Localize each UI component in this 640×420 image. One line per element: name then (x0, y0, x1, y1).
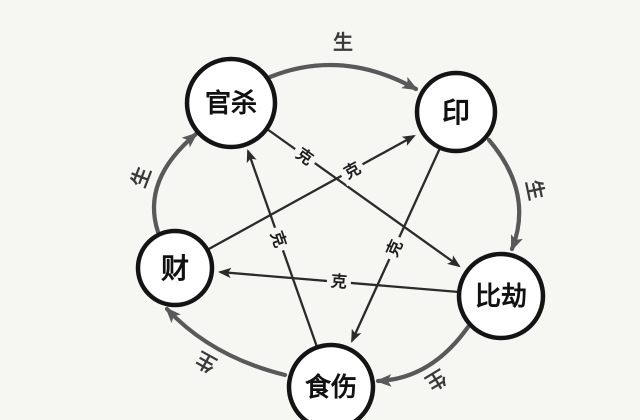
label-mask (335, 153, 369, 187)
overcoming-line-cai-to-yin (206, 134, 416, 252)
node-circle (286, 342, 376, 420)
generation-arc-bijie-to-shishang (375, 324, 471, 387)
node-shishang: 食伤 (286, 342, 376, 420)
node-circle (456, 251, 546, 341)
node-circle (135, 228, 215, 308)
svg-text:克: 克 (341, 158, 364, 182)
generation-label-right: 生 (521, 178, 549, 203)
generation-arc-yin-to-bijie (486, 137, 523, 252)
svg-text:生: 生 (333, 30, 353, 54)
node-label: 印 (442, 96, 470, 129)
generation-label-top: 生 (333, 30, 353, 54)
overcoming-cycle: 克 克 克 克 克 (206, 128, 461, 348)
overcoming-label-shishang-guansha: 克 (263, 223, 295, 255)
label-mask (326, 268, 352, 294)
svg-text:生: 生 (521, 178, 549, 203)
overcoming-label-guansha-bijie: 克 (288, 139, 322, 173)
node-label: 官杀 (205, 88, 257, 119)
node-guansha: 官杀 (184, 56, 278, 150)
node-circle (184, 56, 278, 150)
label-mask (288, 139, 322, 173)
generation-arc-shishang-to-cai (164, 306, 288, 378)
svg-text:克: 克 (330, 271, 348, 291)
overcoming-label-cai-yin: 克 (335, 153, 369, 187)
generation-arc-guansha-to-yin (267, 62, 419, 92)
node-label: 财 (161, 252, 189, 285)
node-circle (414, 70, 498, 154)
node-label: 食伤 (305, 372, 357, 403)
node-bijie: 比劫 (456, 251, 546, 341)
svg-text:克: 克 (267, 228, 290, 249)
node-yin: 印 (414, 70, 498, 154)
label-mask (263, 223, 295, 255)
overcoming-label-yin-shishang: 克 (378, 232, 410, 264)
generation-arc-cai-to-guansha (151, 131, 199, 235)
node-cai: 财 (135, 228, 215, 308)
nodes: 官杀 印 比劫 食伤 财 (135, 56, 546, 420)
node-label: 比劫 (475, 282, 527, 312)
overcoming-label-bijie-cai: 克 (326, 268, 352, 294)
label-mask (378, 232, 410, 264)
svg-text:克: 克 (382, 237, 406, 259)
